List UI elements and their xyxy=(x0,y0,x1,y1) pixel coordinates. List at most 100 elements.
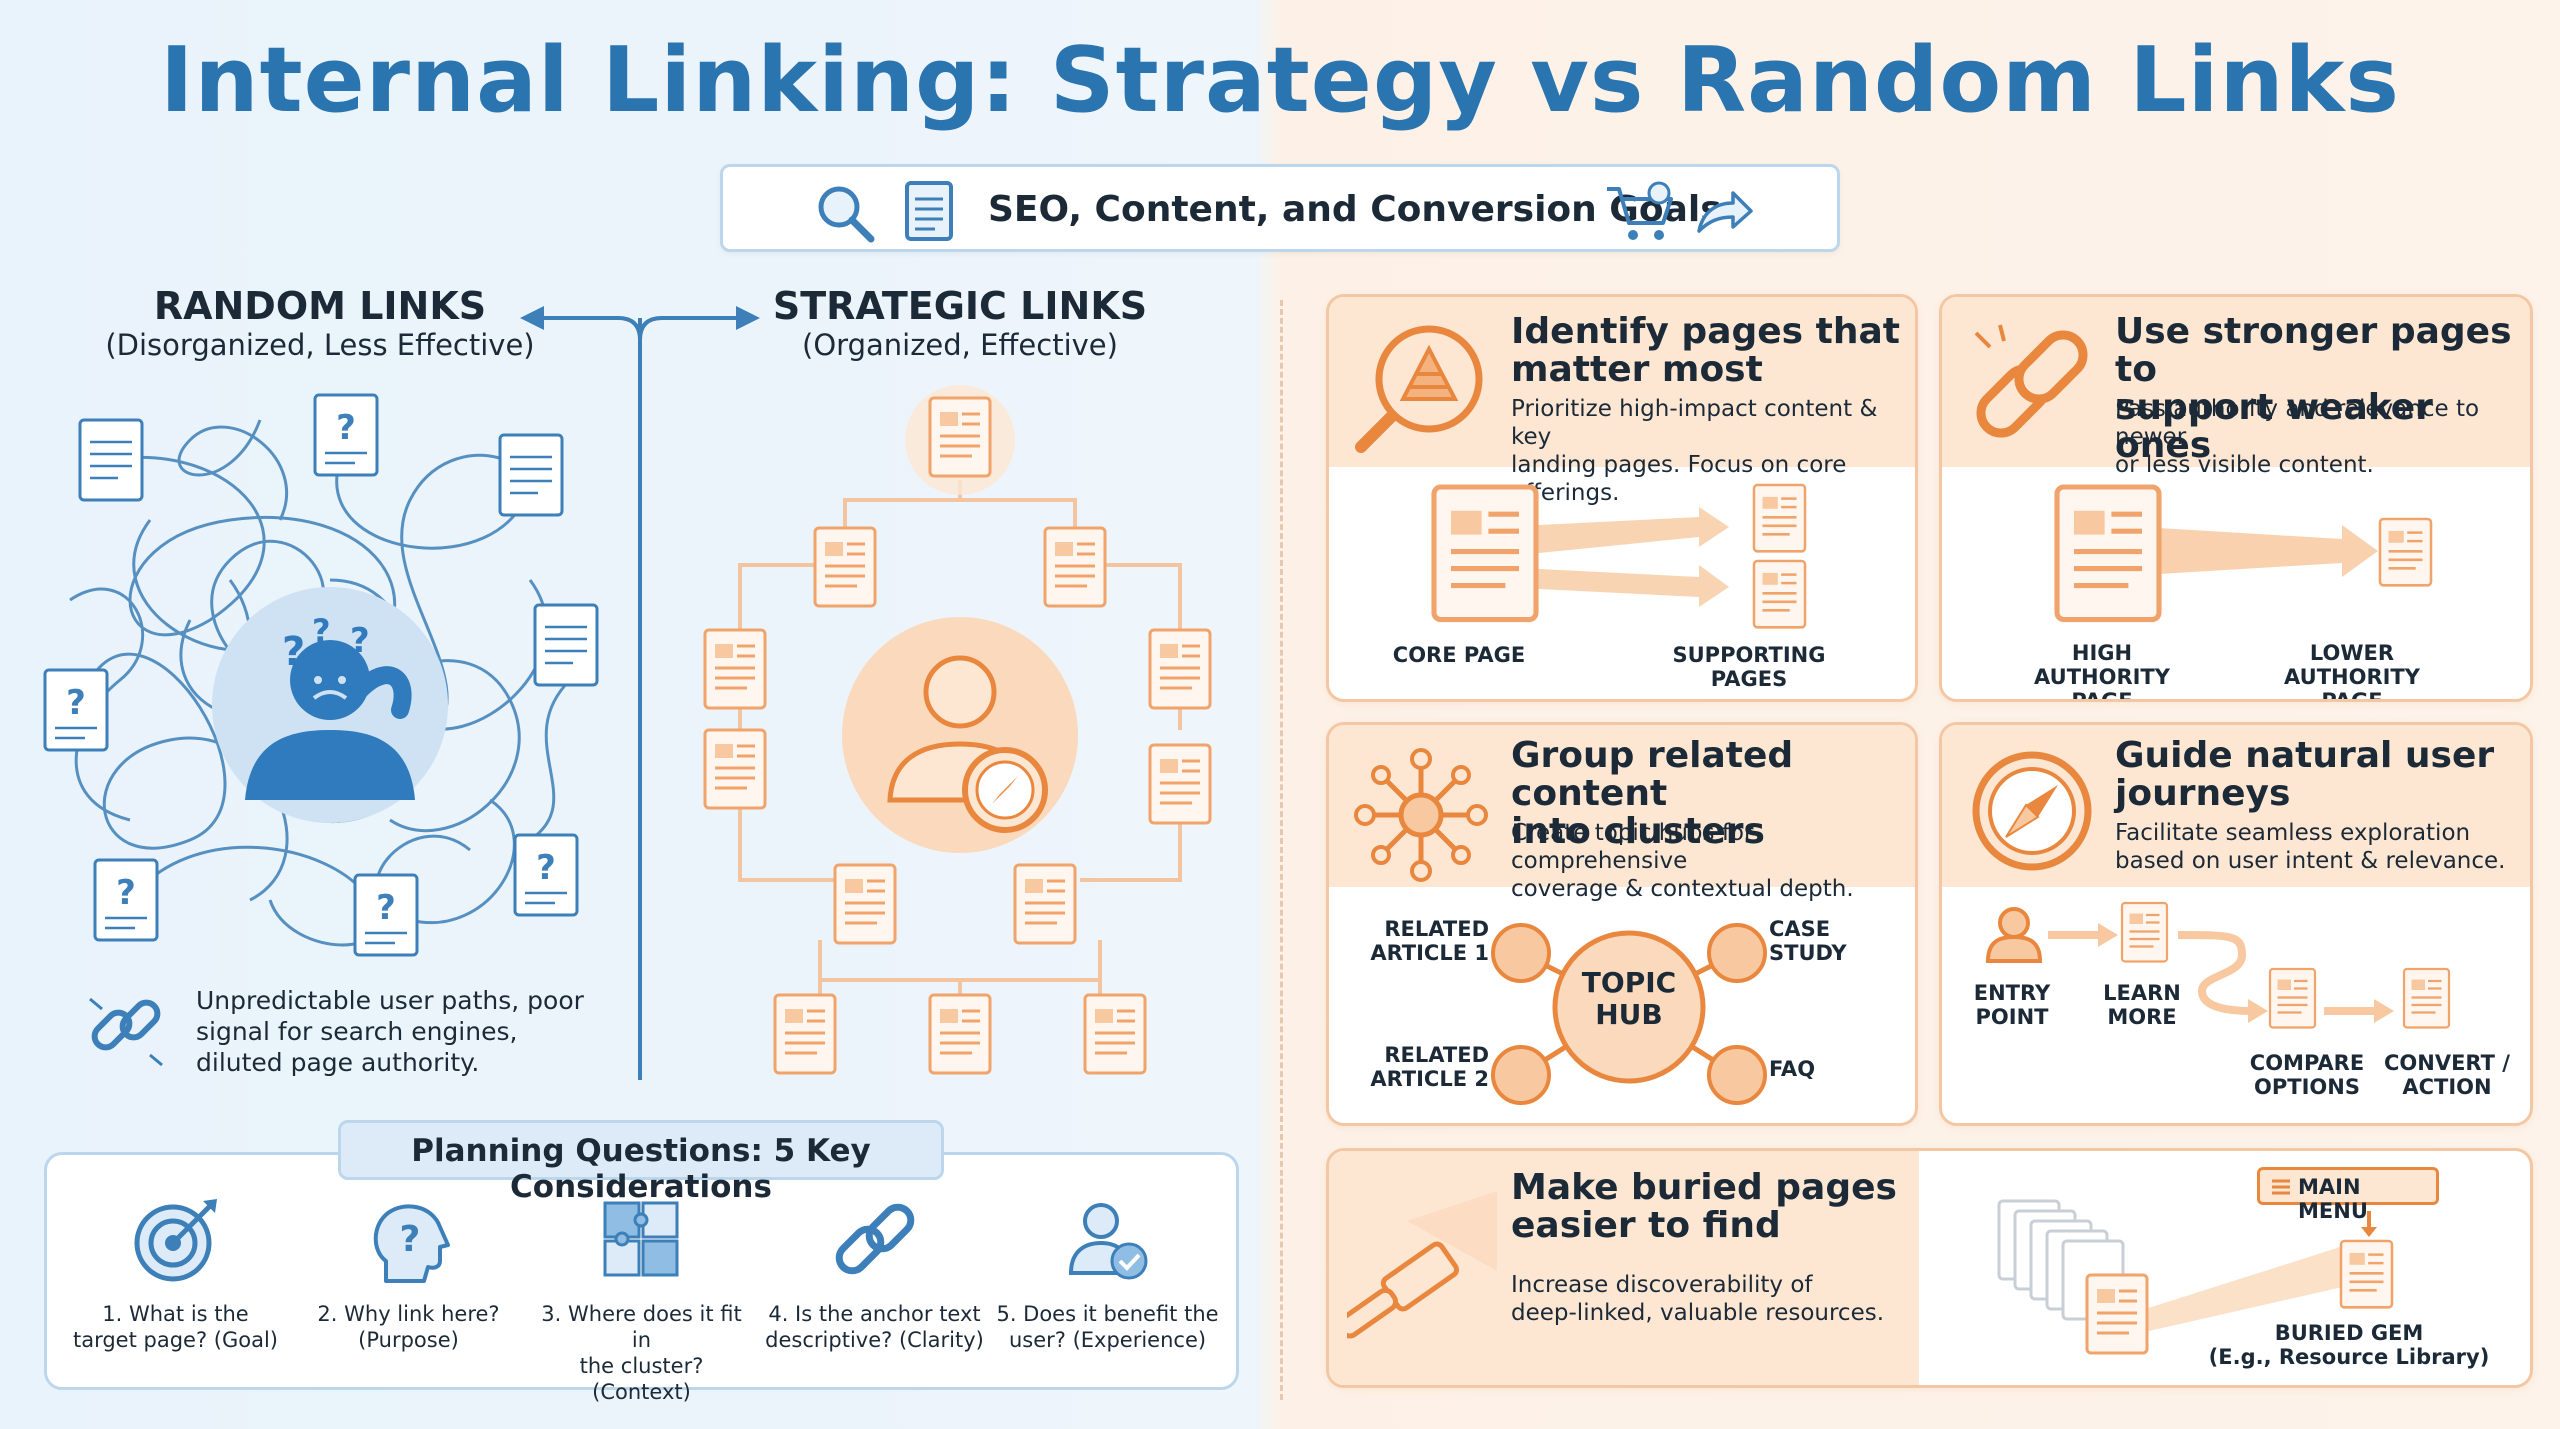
compare-options-line1: COMPARE xyxy=(2249,1051,2365,1075)
goals-label: SEO, Content, and Conversion Goals xyxy=(988,189,1722,230)
main-menu-label: MAIN MENU xyxy=(2298,1175,2368,1223)
q5-line1: 5. Does it benefit the xyxy=(996,1302,1219,1326)
convert-action-line1: CONVERT / xyxy=(2384,1051,2510,1075)
comparison-divider xyxy=(520,306,760,1080)
related-article-1-line1: RELATED xyxy=(1384,917,1489,941)
topic-hub-diagram xyxy=(1491,923,1767,1105)
high-authority-label-line2: PAGE xyxy=(2071,689,2133,702)
magnifier-pyramid-icon xyxy=(1355,325,1483,453)
strategic-subheading: (Organized, Effective) xyxy=(802,328,1118,362)
flashlight-icon xyxy=(1347,1191,1497,1339)
q2-line1: 2. Why link here? xyxy=(317,1302,500,1326)
faq-label: FAQ xyxy=(1769,1057,1816,1081)
identify-desc-line1: Prioritize high-impact content & key xyxy=(1511,396,1878,450)
chain-link-icon xyxy=(1974,324,2088,438)
learn-more-line1: LEARN xyxy=(2103,981,2181,1005)
planning-title: Planning Questions: 5 Key Considerations xyxy=(411,1133,871,1205)
case-study-line1: CASE xyxy=(1769,917,1831,941)
random-links-tangle: ? ? ? xyxy=(43,393,599,957)
buried-gem-diagram xyxy=(1997,1199,2394,1355)
user-check-icon xyxy=(1068,1203,1147,1280)
identify-title-line1: Identify pages that xyxy=(1511,311,1900,352)
identify-title-line2: matter most xyxy=(1511,349,1763,390)
svg-text:?: ? xyxy=(312,612,331,650)
q1-line2: target page? (Goal) xyxy=(72,1328,278,1352)
stronger-desc-line2: or less visible content. xyxy=(2115,452,2374,478)
entry-point-line2: POINT xyxy=(1975,1005,2049,1029)
menu-icon xyxy=(2272,1179,2290,1195)
convert-action-line2: ACTION xyxy=(2402,1075,2492,1099)
core-to-supporting-diagram xyxy=(1369,483,1807,629)
case-study-line2: STUDY xyxy=(1769,941,1847,965)
q3-line1: 3. Where does it fit in xyxy=(541,1302,742,1352)
strategic-links-tree xyxy=(703,385,1212,1075)
buried-gem-line1: BURIED GEM xyxy=(2274,1321,2424,1345)
broken-link-icon xyxy=(89,997,163,1067)
random-links-note: Unpredictable user paths, poor signal fo… xyxy=(196,986,584,1077)
q5-line2: user? (Experience) xyxy=(1008,1328,1207,1352)
buried-gem-line2: (E.g., Resource Library) xyxy=(2208,1345,2490,1369)
group-title-line1: Group related content xyxy=(1511,735,1794,814)
buried-title-line2: easier to find xyxy=(1511,1205,1781,1246)
group-desc-line2: coverage & contextual depth. xyxy=(1511,876,1854,902)
svg-text:?: ? xyxy=(282,629,305,675)
supporting-label-line2: PAGES xyxy=(1710,667,1788,691)
supporting-label-line1: SUPPORTING xyxy=(1672,643,1826,667)
svg-text:?: ? xyxy=(350,621,370,661)
related-article-1-line2: ARTICLE 1 xyxy=(1370,941,1489,965)
related-article-2-line2: ARTICLE 2 xyxy=(1370,1067,1489,1091)
q1-line1: 1. What is the xyxy=(102,1302,249,1326)
stronger-desc-line1: Pass authority and relevance to newer xyxy=(2115,396,2480,450)
q2-line2: (Purpose) xyxy=(358,1328,459,1352)
low-authority-label-line1: LOWER AUTHORITY xyxy=(2284,641,2420,689)
planning-title-badge: Planning Questions: 5 Key Considerations xyxy=(338,1120,944,1205)
stronger-title-line1: Use stronger pages to xyxy=(2115,311,2512,390)
topic-hub-line1: TOPIC xyxy=(1581,966,1677,999)
group-title-line2: into clusters xyxy=(1511,811,1765,852)
svg-text:?: ? xyxy=(399,1219,420,1260)
guide-desc-line2: based on user intent & relevance. xyxy=(2115,848,2506,874)
guide-title-line2: journeys xyxy=(2115,773,2291,814)
user-journey-diagram xyxy=(1985,901,2451,1029)
page-title: Internal Linking: Strategy vs Random Lin… xyxy=(160,28,2400,133)
entry-point-line1: ENTRY xyxy=(1973,981,2051,1005)
low-authority-label-line2: PAGE xyxy=(2321,689,2383,702)
planning-question-2: ? 2. Why link here?(Purpose) xyxy=(296,1195,521,1353)
document-icon xyxy=(905,181,953,241)
q4-line2: descriptive? (Clarity) xyxy=(765,1328,984,1352)
stronger-title-line2: support weaker ones xyxy=(2115,387,2433,466)
guide-title-line1: Guide natural user xyxy=(2115,735,2495,776)
compare-options-line2: OPTIONS xyxy=(2254,1075,2360,1099)
random-heading: RANDOM LINKS xyxy=(153,284,487,328)
search-icon xyxy=(818,186,875,243)
buried-title-line1: Make buried pages xyxy=(1511,1167,1897,1208)
guide-desc-line1: Facilitate seamless exploration xyxy=(2115,820,2471,846)
topic-hub-line2: HUB xyxy=(1595,998,1663,1031)
target-icon xyxy=(134,1199,217,1282)
strategic-heading: STRATEGIC LINKS xyxy=(772,284,1148,328)
cluster-network-icon xyxy=(1354,748,1488,882)
core-page-label: CORE PAGE xyxy=(1392,643,1526,667)
random-subheading: (Disorganized, Less Effective) xyxy=(105,328,535,362)
compass-icon xyxy=(1972,751,2092,871)
related-article-2-line1: RELATED xyxy=(1384,1043,1489,1067)
cart-icon xyxy=(1607,181,1673,240)
q3-line2: the cluster? (Context) xyxy=(579,1354,704,1404)
high-authority-label-line1: HIGH AUTHORITY xyxy=(2034,641,2170,689)
puzzle-icon xyxy=(603,1201,678,1277)
learn-more-line2: MORE xyxy=(2107,1005,2177,1029)
q4-line1: 4. Is the anchor text xyxy=(768,1302,981,1326)
buried-desc-line2: deep-linked, valuable resources. xyxy=(1511,1300,1885,1326)
main-menu-badge: MAIN MENU xyxy=(2257,1167,2439,1223)
group-desc-line1: Create topic hubs for comprehensive xyxy=(1511,820,1754,874)
link-icon xyxy=(835,1203,914,1275)
buried-desc-line1: Increase discoverability of xyxy=(1511,1272,1813,1298)
